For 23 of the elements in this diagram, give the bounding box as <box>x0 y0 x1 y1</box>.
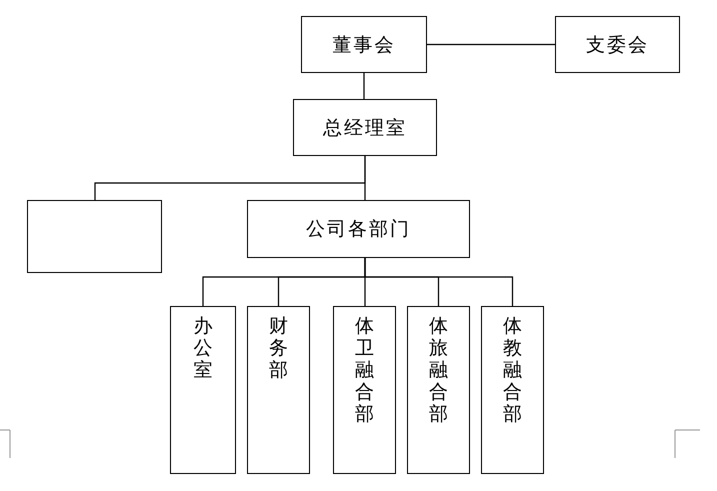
box-label: 体旅融合部 <box>428 315 448 425</box>
box-label: 财务部 <box>268 315 288 381</box>
org-box <box>170 306 236 474</box>
org-box <box>333 306 396 474</box>
connector-line <box>363 73 365 99</box>
blank-box <box>27 200 162 273</box>
connector-line <box>364 258 514 306</box>
box-label: 支委会 <box>586 32 649 58</box>
box-label: 公司各部门 <box>306 217 411 242</box>
box-label: 体教融合部 <box>502 315 522 425</box>
org-box <box>247 306 310 474</box>
box-label: 总经理室 <box>323 116 407 140</box>
box-label: 办公室 <box>193 315 213 381</box>
box-label: 董事会 <box>332 32 396 58</box>
connector-line <box>427 44 555 46</box>
box-label: 体卫融合部 <box>354 315 374 425</box>
org-box <box>407 306 470 474</box>
org-box <box>247 200 470 258</box>
org-box <box>293 99 437 156</box>
connector-line <box>364 156 366 200</box>
org-box <box>555 16 680 73</box>
org-box <box>301 16 427 73</box>
org-box <box>481 306 544 474</box>
